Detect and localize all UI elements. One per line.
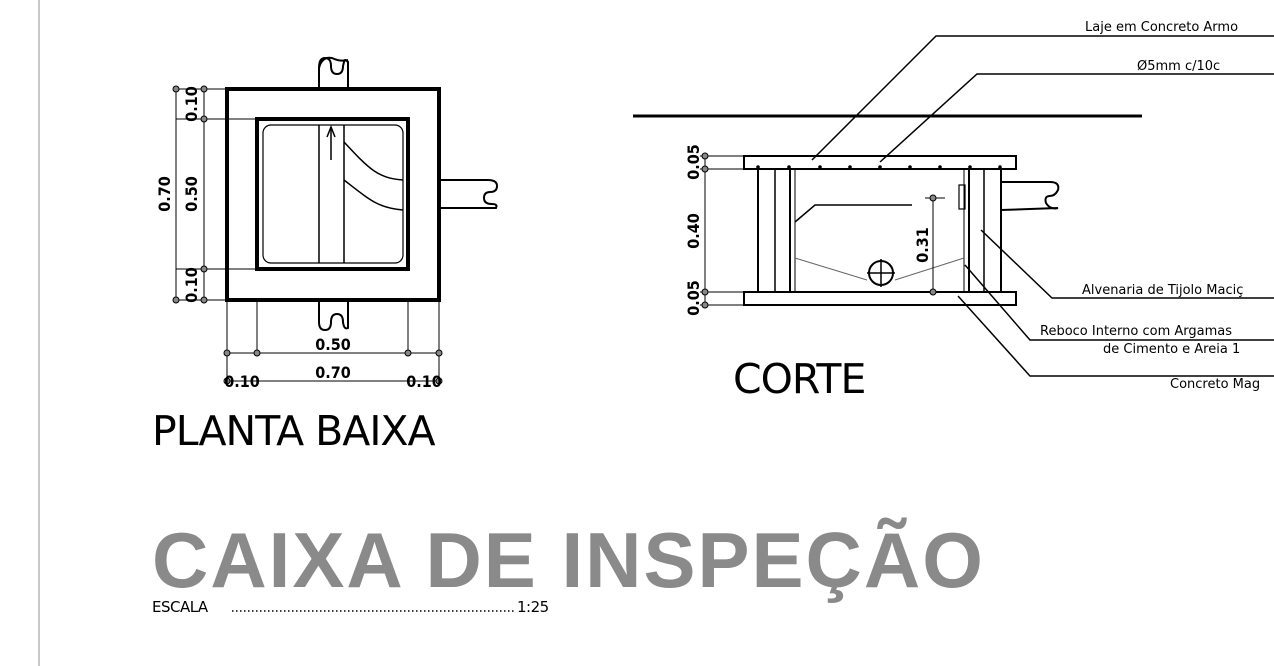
scale-value: 1:25 [517, 598, 549, 616]
dim-bottom-left: 0.10 [224, 372, 260, 391]
dim-bottom-right: 0.10 [406, 372, 442, 391]
label-reboco-2: de Cimento e Areia 1 [1103, 342, 1240, 357]
corte-dimensions [700, 152, 945, 309]
label-reboco-1: Reboco Interno com Argamas [1040, 324, 1232, 339]
dim-left-top: 0.10 [182, 86, 201, 122]
dim-corte-bottom: 0.05 [684, 280, 703, 316]
pipe-bottom [318, 300, 349, 332]
scale-label: ESCALA [152, 598, 209, 616]
annotation-labels: Laje em Concreto Armo Ø5mm c/10c Alvenar… [1040, 20, 1260, 392]
dim-corte-top: 0.05 [684, 144, 703, 180]
dim-bottom-inner: 0.50 [315, 335, 351, 354]
dim-corte-inner-height: 0.31 [913, 227, 932, 263]
planta-baixa [225, 56, 499, 332]
top-slab [743, 155, 1017, 170]
planta-outer-wall [225, 87, 441, 302]
pipe-right [439, 179, 499, 209]
planta-inner-plaster [262, 124, 404, 264]
branch-channel [343, 141, 404, 181]
rebar-dots [756, 165, 1002, 169]
annotation-leaders [811, 35, 1274, 377]
label-aco: Ø5mm c/10c [1137, 59, 1220, 74]
label-laje: Laje em Concreto Armo [1085, 20, 1238, 35]
planta-dimension-labels: 0.10 0.50 0.70 0.10 0.50 0.70 0.10 0.10 [155, 86, 442, 391]
main-title: CAIXA DE INSPEÇÃO [152, 516, 985, 604]
dim-left-bottom: 0.10 [182, 267, 201, 303]
dim-corte-middle: 0.40 [684, 213, 703, 249]
corte-dimension-labels: 0.05 0.40 0.05 0.31 [684, 144, 932, 316]
planta-inner-wall [255, 117, 410, 271]
bottom-slope [794, 257, 965, 281]
planta-dimensions [172, 85, 443, 385]
dim-bottom-total: 0.70 [315, 363, 351, 382]
dim-left-total: 0.70 [155, 176, 174, 212]
right-wall [968, 168, 1002, 293]
planta-title: PLANTA BAIXA [152, 407, 436, 455]
left-wall [757, 168, 791, 293]
label-concreto: Concreto Mag [1170, 377, 1260, 392]
bottom-slab [743, 291, 1017, 306]
label-alvenaria: Alvenaria de Tijolo Maciç [1082, 283, 1243, 298]
pipe-top [318, 56, 349, 89]
dim-left-inner: 0.50 [182, 176, 201, 212]
corte-title: CORTE [733, 355, 865, 403]
corte-section [633, 114, 1142, 306]
corte-pipe-right [1000, 181, 1060, 211]
